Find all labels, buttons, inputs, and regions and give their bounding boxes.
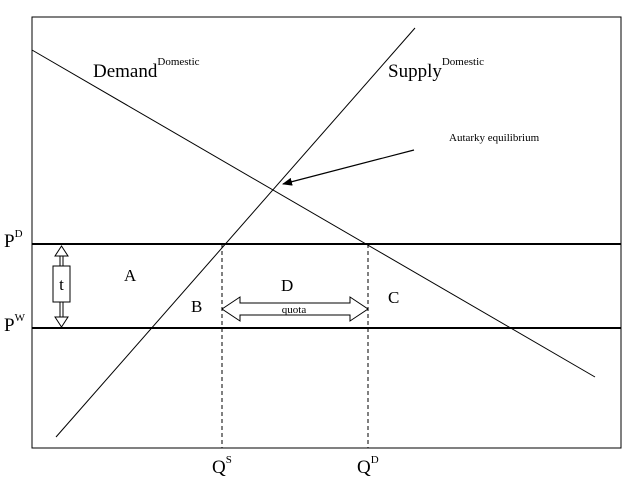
tariff-label: t (59, 275, 64, 294)
quota-arrow: quota (221, 296, 369, 322)
region-b-label: B (191, 297, 202, 316)
region-a-label: A (124, 266, 137, 285)
region-c-label: C (388, 288, 399, 307)
quantity-demanded-label: QD (357, 454, 379, 478)
supply-label: SupplyDomestic (388, 56, 484, 82)
tariff-arrow-down-icon (54, 316, 69, 328)
tariff-box (52, 265, 71, 303)
quota-label: quota (282, 304, 307, 316)
domestic-price-label: PD (4, 228, 23, 252)
tariff-arrow-up-icon (54, 245, 69, 257)
tariff-marker: t (52, 245, 71, 328)
demand-label: DemandDomestic (93, 56, 200, 82)
region-d-label: D (281, 276, 293, 295)
plot-frame (31, 16, 622, 449)
supply-curve (55, 27, 416, 438)
quantity-supplied-label: QS (212, 454, 232, 478)
autarky-label: Autarky equilibrium (449, 132, 540, 144)
autarky-arrow (282, 149, 415, 186)
demand-curve (31, 49, 596, 378)
quota-double-arrow-icon (221, 296, 369, 322)
world-price-label: PW (4, 312, 26, 336)
